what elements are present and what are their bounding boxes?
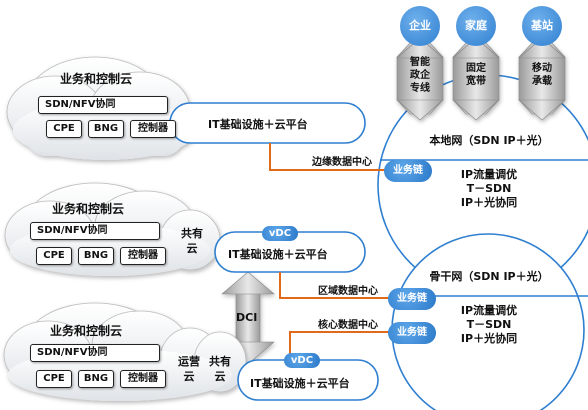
vdc-badge-2: vDC [262,226,298,241]
cloud-1-sdn-box: SDN/NFV协同 [38,96,168,114]
regional-dc-label: 区域数据中心 [318,286,378,297]
cloud-3-cpe-box: CPE [36,370,72,388]
backbone-network-features: IP流量调优 T－SDN IP＋光协同 [460,304,518,345]
core-dc-connector [289,331,394,360]
infra-label-1: IT基础设施＋云平台 [208,118,308,131]
home-access-label: 固定宽带 [466,63,486,87]
cloud-3-sdn-box: SDN/NFV协同 [30,344,160,362]
edge-dc-connector [269,143,388,171]
access-arrow-enterprise [396,37,444,121]
access-arrow-base-station [518,37,566,121]
vdc-badge-3: vDC [284,353,320,368]
edge-dc-label: 边缘数据中心 [312,157,372,168]
cloud-3-bng-box: BNG [78,370,114,388]
base-station-node: 基站 [522,6,562,46]
cloud-2-cpe-box: CPE [36,247,72,265]
cloud-1-bng-box: BNG [88,120,124,138]
enterprise-node: 企业 [400,6,440,46]
service-chain-local: 业务链 [384,160,432,182]
service-chain-backbone-2: 业务链 [388,322,436,344]
local-network-title: 本地网（SDN IP＋光） [429,134,549,147]
cloud-3-controller-box: 控制器 [120,370,166,388]
core-dc-label: 核心数据中心 [318,320,378,331]
cloud-2-bng-box: BNG [78,247,114,265]
access-arrow-home [452,37,500,121]
shared-cloud-label-3: 共有云 [209,355,231,383]
base-station-access-label: 移动承载 [532,63,552,87]
cloud-2-controller-box: 控制器 [120,247,166,265]
dci-label: DCI [236,311,258,324]
local-network-features: IP流量调优 T－SDN IP＋光协同 [460,168,518,209]
infra-label-3: IT基础设施＋云平台 [250,377,350,390]
enterprise-access-label: 智能政企专线 [410,57,430,94]
service-chain-backbone-1: 业务链 [388,288,436,310]
backbone-network-title: 骨干网（SDN IP＋光） [429,270,549,283]
home-node: 家庭 [456,6,496,46]
cloud-2-sdn-box: SDN/NFV协同 [30,222,160,240]
regional-dc-connector [279,272,394,299]
cloud-3-title: 业务和控制云 [50,324,123,338]
infra-label-2: IT基础设施＋云平台 [228,248,328,261]
cloud-1-cpe-box: CPE [46,120,82,138]
ops-cloud-label: 运营云 [178,355,200,383]
cloud-1-controller-box: 控制器 [130,120,176,138]
cloud-2-title: 业务和控制云 [52,202,125,216]
shared-cloud-label-2: 共有云 [181,227,203,255]
cloud-1-title: 业务和控制云 [60,72,133,86]
